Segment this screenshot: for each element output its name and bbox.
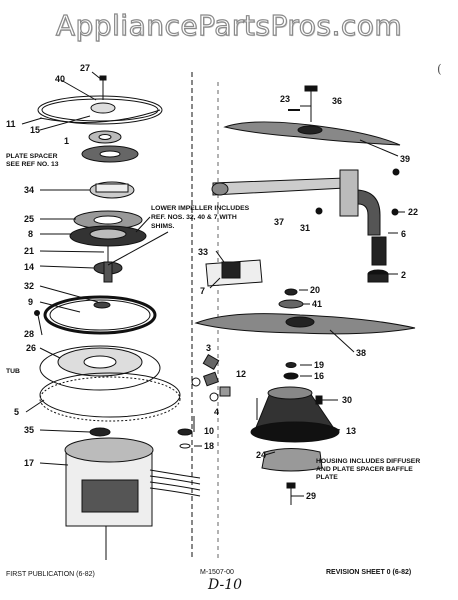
site-header: AppliancePartsPros.com (0, 0, 458, 50)
callout-36: 36 (332, 96, 342, 106)
callout-9: 9 (28, 297, 33, 307)
callout-26: 26 (26, 343, 36, 353)
pump-housing (250, 386, 340, 443)
callout-41: 41 (312, 299, 322, 309)
note-tub: TUB (6, 368, 20, 375)
callout-31: 31 (300, 223, 310, 233)
part-34-hub (89, 181, 135, 199)
callout-10: 10 (204, 426, 214, 436)
note-lower-impeller-line1: LOWER IMPELLER INCLUDES (151, 205, 250, 212)
callout-20: 20 (310, 285, 320, 295)
callout-37: 37 (274, 217, 284, 227)
site-title: AppliancePartsPros.com (55, 8, 403, 42)
diffuser (256, 398, 323, 472)
callout-7: 7 (200, 286, 205, 296)
page-footer: FIRST PUBLICATION (6-82) M-1507-00 D-10 … (0, 568, 458, 600)
handwritten-note: D-10 (208, 577, 243, 593)
part-36-bolt (288, 85, 318, 122)
callout-16: 16 (314, 371, 324, 381)
callout-40: 40 (55, 74, 65, 84)
callout-6: 6 (401, 229, 406, 239)
callout-30: 30 (342, 395, 352, 405)
callout-15: 15 (30, 125, 40, 135)
plate-spacer (81, 145, 139, 163)
callout-18: 18 (204, 441, 214, 451)
note-housing-line3: PLATE (316, 474, 338, 481)
callout-1: 1 (64, 136, 69, 146)
callout-28: 28 (24, 329, 34, 339)
callout-12: 12 (236, 369, 246, 379)
callout-3: 3 (206, 343, 211, 353)
exploded-parts-diagram: 27 40 11 15 1 34 25 8 21 14 32 9 28 26 5… (6, 63, 420, 560)
part-33-spacer (205, 259, 263, 287)
callout-39: 39 (400, 154, 410, 164)
callout-13: 13 (346, 426, 356, 436)
callout-22: 22 (408, 207, 418, 217)
callout-29: 29 (306, 491, 316, 501)
stray-mark: ( (437, 62, 442, 76)
part-1-impeller (88, 130, 122, 144)
callout-11: 11 (6, 119, 16, 129)
callout-25: 25 (24, 214, 34, 224)
note-lower-impeller-line2: REF. NOS. 32, 40 & 7 WITH (151, 214, 237, 221)
part-28-screw (34, 310, 43, 336)
part-number: M-1507-00 (200, 569, 234, 576)
note-housing-line1: HOUSING INCLUDES DIFFUSER (316, 458, 420, 465)
callout-4: 4 (214, 407, 219, 417)
callout-38: 38 (356, 348, 366, 358)
callout-21: 21 (24, 246, 34, 256)
callout-19: 19 (314, 360, 324, 370)
callout-2: 2 (401, 270, 406, 280)
manifold-pipe (211, 168, 400, 236)
upper-spray-arm (223, 121, 401, 146)
lower-spray-arm (37, 95, 163, 125)
first-publication: FIRST PUBLICATION (6-82) (6, 571, 95, 578)
callout-8: 8 (28, 229, 33, 239)
note-lower-impeller-line3: SHIMS. (151, 223, 175, 230)
callout-24: 24 (256, 450, 266, 460)
revision-sheet: REVISION SHEET 0 (6-82) (326, 569, 412, 576)
note-plate-spacer-line1: PLATE SPACER (6, 153, 58, 160)
callout-27: 27 (80, 63, 90, 73)
note-plate-spacer-line2: SEE REF NO. 13 (6, 161, 59, 168)
callout-23: 23 (280, 94, 290, 104)
note-housing-line2: AND PLATE SPACER BAFFLE (316, 466, 413, 473)
callout-35: 35 (24, 425, 34, 435)
part-8-plate (69, 225, 147, 247)
callout-33: 33 (198, 247, 208, 257)
callout-34: 34 (24, 185, 34, 195)
part-9-ring (43, 295, 157, 335)
lower-spray-arm-38 (194, 313, 416, 335)
callout-32: 32 (24, 281, 34, 291)
motor (64, 437, 201, 560)
callout-14: 14 (24, 262, 34, 272)
part-35-seal (89, 427, 111, 437)
callout-5: 5 (14, 407, 19, 417)
tub-base (39, 345, 181, 422)
callout-17: 17 (24, 458, 34, 468)
